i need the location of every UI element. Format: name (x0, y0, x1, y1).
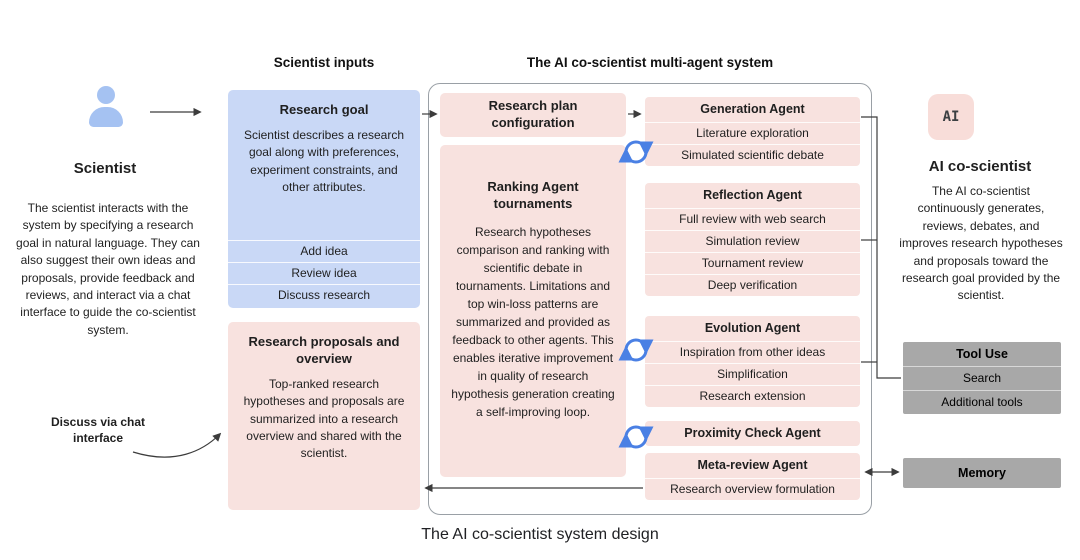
scientist-title: Scientist (73, 160, 137, 177)
agent-task: Research overview formulation (645, 478, 860, 500)
ranking-agent-box: Ranking Agent tournaments Research hypot… (440, 145, 626, 477)
research-proposals-box: Research proposals and overview Top-rank… (228, 322, 420, 510)
agent-task: Inspiration from other ideas (645, 341, 860, 363)
agent-task: Simplification (645, 363, 860, 385)
scientist-person-icon (84, 86, 128, 136)
generation-agent-box: Generation Agent Literature exploration … (645, 97, 860, 166)
proximity-check-agent-box: Proximity Check Agent (645, 421, 860, 446)
reflection-agent-box: Reflection Agent Full review with web se… (645, 183, 860, 296)
research-goal-options: Add idea Review idea Discuss research (228, 240, 420, 306)
agent-task: Literature exploration (645, 122, 860, 144)
ai-coscientist-description: The AI co-scientist continuously generat… (899, 184, 1063, 303)
memory-box: Memory (903, 458, 1061, 488)
reflection-agent-title: Reflection Agent (703, 188, 802, 202)
agent-task: Simulation review (645, 230, 860, 252)
research-goal-title: Research goal (279, 102, 369, 117)
tool-use-title: Tool Use (956, 347, 1008, 361)
person-body-icon (89, 107, 123, 127)
research-goal-description: Scientist describes a research goal alon… (243, 127, 405, 195)
scientist-description: The scientist interacts with the system … (16, 201, 200, 337)
person-head-icon (97, 86, 115, 104)
ai-coscientist-title: AI co-scientist (928, 158, 1032, 175)
option-add-idea: Add idea (228, 240, 420, 262)
option-review-idea: Review idea (228, 262, 420, 284)
agent-task: Deep verification (645, 274, 860, 296)
agent-task: Full review with web search (645, 208, 860, 230)
tool-search: Search (903, 366, 1061, 390)
research-goal-box: Research goal Scientist describes a rese… (228, 90, 420, 308)
ai-chip-icon: AI (928, 94, 974, 140)
multi-agent-system-header: The AI co-scientist multi-agent system (526, 55, 774, 70)
research-proposals-title: Research proposals and overview (248, 334, 400, 366)
meta-review-agent-title: Meta-review Agent (697, 458, 808, 472)
agent-task: Research extension (645, 385, 860, 407)
diagram-caption: The AI co-scientist system design (421, 526, 659, 543)
option-discuss-research: Discuss research (228, 284, 420, 306)
agent-task: Tournament review (645, 252, 860, 274)
research-proposals-description: Top-ranked research hypotheses and propo… (243, 376, 405, 461)
research-plan-configuration-title: Research plan configuration (488, 98, 578, 130)
tool-additional: Additional tools (903, 390, 1061, 414)
scientist-inputs-header: Scientist inputs (273, 55, 375, 70)
ranking-agent-description: Research hypotheses comparison and ranki… (451, 224, 615, 419)
agent-task: Simulated scientific debate (645, 144, 860, 166)
chat-interface-note: Discuss via chat interface (50, 415, 146, 446)
research-plan-configuration-box: Research plan configuration (440, 93, 626, 137)
ranking-agent-title: Ranking Agent tournaments (487, 179, 579, 211)
ai-chip-label: AI (942, 109, 960, 125)
evolution-agent-box: Evolution Agent Inspiration from other i… (645, 316, 860, 407)
memory-title: Memory (958, 466, 1006, 480)
generation-agent-title: Generation Agent (700, 102, 805, 116)
evolution-agent-title: Evolution Agent (704, 321, 801, 335)
proximity-check-agent-title: Proximity Check Agent (684, 426, 821, 440)
meta-review-agent-box: Meta-review Agent Research overview form… (645, 453, 860, 500)
tool-use-box: Tool Use Search Additional tools (903, 342, 1061, 414)
